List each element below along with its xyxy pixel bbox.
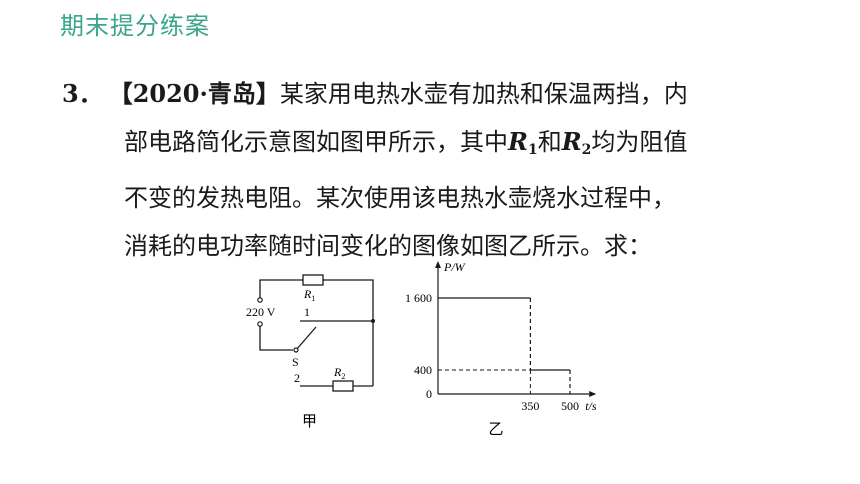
x-axis-label: t/s: [585, 399, 596, 413]
switch-label: S: [292, 355, 299, 369]
power-time-chart: 0 400 1 600 350 500 P/W t/s 乙: [405, 260, 596, 438]
problem-line-2-and: 和: [537, 128, 562, 156]
y-axis-label: P/W: [443, 260, 466, 274]
r1-label-letter: R: [303, 287, 312, 301]
x-tick-label: 350: [521, 399, 539, 413]
problem-line-3: 不变的发热电阻。某次使用该电热水壶烧水过程中，: [124, 184, 676, 212]
r2-letter: R: [561, 127, 582, 156]
circuit-diagram: 220 V R1 1 S 2 R2 甲: [246, 274, 375, 430]
r1-subscript: 1: [527, 142, 538, 158]
r2-subscript: 2: [581, 142, 592, 158]
problem-number: 3．: [62, 79, 103, 108]
r2-label-letter: R: [333, 365, 342, 379]
contact-1-label: 1: [304, 305, 310, 319]
r1-resistor: [302, 274, 324, 286]
r2-resistor: [332, 380, 354, 392]
problem-line-2: 部电路简化示意图如图甲所示，其中R1和R2均为阻值: [62, 118, 822, 174]
r1-label: R1: [303, 287, 315, 303]
switch-blade: [260, 323, 293, 350]
terminal-bottom: [257, 321, 263, 327]
x-axis-arrow: [589, 391, 596, 397]
problem-text: 3． 【2020·青岛】某家用电热水壶有加热和保温两挡，内 部电路简化示意图如图甲…: [62, 70, 822, 270]
page-header-title: 期末提分练案: [60, 12, 210, 40]
r1-letter: R: [508, 127, 528, 156]
r2-symbol: R2: [561, 127, 592, 158]
circuit-caption: 甲: [302, 412, 317, 430]
y-tick-label: 400: [414, 363, 432, 377]
r2-label-sub: 2: [341, 372, 345, 381]
problem-line-2-end: 均为阻值: [591, 128, 688, 156]
r2-label: R2: [333, 365, 345, 381]
problem-line-1-text: 某家用电热水壶有加热和保温两挡，内: [279, 80, 688, 108]
problem-line-1: 3． 【2020·青岛】某家用电热水壶有加热和保温两挡，内: [62, 70, 822, 118]
wire-bottom-left: [259, 324, 293, 351]
junction-dot: [371, 319, 375, 323]
switch-pivot: [293, 347, 299, 353]
contact-2-label: 2: [294, 371, 300, 385]
voltage-label: 220 V: [246, 305, 276, 319]
problem-line-2-text: 部电路简化示意图如图甲所示，其中: [124, 128, 508, 156]
r1-label-sub: 1: [311, 294, 315, 303]
y-axis-arrow: [435, 261, 441, 268]
problem-line-4: 消耗的电功率随时间变化的图像如图乙所示。求：: [124, 232, 652, 260]
x-tick-label: 500: [561, 399, 579, 413]
switch-s-blade: [295, 326, 317, 351]
y-tick-label: 1 600: [405, 291, 432, 305]
terminal-top: [257, 297, 263, 303]
problem-source: 【2020·青岛】: [120, 79, 280, 108]
wire-top-left: [259, 279, 303, 298]
wire-right: [323, 279, 374, 386]
y-tick-label: 0: [426, 387, 432, 401]
r1-symbol: R1: [508, 127, 538, 158]
chart-caption: 乙: [488, 420, 503, 438]
